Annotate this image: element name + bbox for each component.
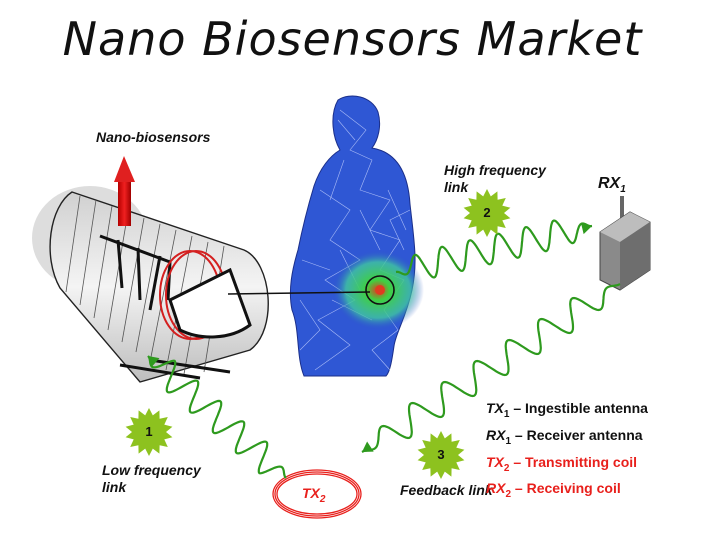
badge-2-number: 2 — [483, 205, 491, 220]
legend-text: – Receiver antenna — [511, 426, 643, 443]
high-frequency-line2: link — [444, 179, 469, 195]
feedback-link-label: Feedback link — [400, 482, 493, 498]
high-frequency-wave — [395, 219, 593, 279]
legend-sub: 2 — [505, 489, 512, 501]
legend: TX1 – Ingestible antenna RX1 – Receiver … — [486, 398, 648, 505]
tx2-sub: 2 — [319, 493, 326, 505]
feedback-wave-arrowhead — [362, 441, 374, 452]
tx2-label: TX2 — [302, 485, 325, 505]
badge-group — [125, 189, 511, 479]
capsule-illustration — [32, 186, 269, 383]
legend-code: RX — [486, 480, 506, 497]
human-body-figure — [289, 95, 424, 377]
page-title: Nano Biosensors Market — [62, 12, 643, 66]
rx1-label: RX1 — [598, 175, 626, 195]
badge-2-star — [463, 189, 511, 237]
sensor-link-line — [227, 291, 371, 295]
legend-code: TX — [486, 453, 504, 470]
feedback-wave — [361, 283, 621, 453]
receiver-device — [599, 196, 651, 291]
legend-row-tx1: TX1 – Ingestible antenna — [486, 398, 648, 425]
badge-1-number: 1 — [145, 424, 153, 439]
low-frequency-wave-arrowhead — [148, 356, 160, 368]
legend-row-rx1: RX1 – Receiver antenna — [486, 425, 648, 452]
low-frequency-line1: Low frequency — [102, 462, 201, 478]
wave-group — [147, 219, 621, 479]
legend-sub: 2 — [503, 462, 510, 474]
low-frequency-line2: link — [102, 479, 127, 495]
badge-3-number: 3 — [437, 447, 445, 462]
low-frequency-wave — [147, 355, 287, 479]
badge-1-star — [125, 408, 173, 456]
legend-text: – Transmitting coil — [509, 453, 638, 470]
transmitting-coil — [272, 469, 362, 519]
high-frequency-label: High frequency link — [444, 162, 546, 196]
nano-biosensors-label: Nano-biosensors — [96, 129, 211, 145]
legend-sub: 1 — [505, 435, 512, 447]
high-frequency-line1: High frequency — [444, 162, 546, 178]
rx1-code: RX — [598, 175, 621, 192]
high-frequency-wave-arrowhead — [580, 222, 592, 235]
rx1-sub: 1 — [620, 184, 626, 196]
legend-row-rx2: RX2 – Receiving coil — [486, 478, 648, 505]
legend-text: – Receiving coil — [511, 480, 621, 497]
legend-code: TX — [486, 400, 504, 416]
badge-3-star — [417, 431, 465, 479]
low-frequency-label: Low frequency link — [102, 462, 201, 496]
legend-sub: 1 — [503, 408, 510, 420]
legend-row-tx2: TX2 – Transmitting coil — [486, 452, 648, 479]
nano-biosensors-arrow — [114, 156, 135, 226]
legend-code: RX — [486, 426, 506, 443]
tx2-code: TX — [302, 485, 320, 501]
legend-text: – Ingestible antenna — [509, 400, 648, 416]
